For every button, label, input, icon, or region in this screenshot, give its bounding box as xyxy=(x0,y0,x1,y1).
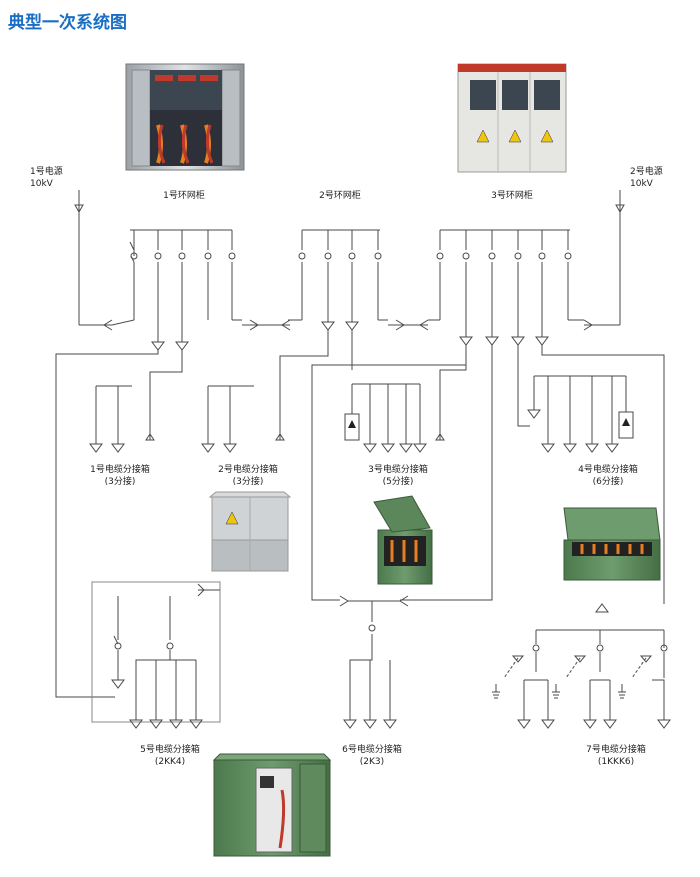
source-2-line1: 2号电源 xyxy=(630,165,663,177)
box-4-name: 4号电缆分接箱 xyxy=(578,463,638,475)
box-2-photo xyxy=(208,491,292,572)
ring-unit-3-photo xyxy=(457,63,567,173)
box-7-name: 7号电缆分接箱 xyxy=(586,743,646,755)
box-1-spec: (3分接) xyxy=(105,475,136,487)
fuse-icon xyxy=(622,418,630,426)
box-7-spec: (1KKK6) xyxy=(598,757,634,767)
box-6-name: 6号电缆分接箱 xyxy=(342,743,402,755)
box-2-name: 2号电缆分接箱 xyxy=(218,463,278,475)
box-3-name: 3号电缆分接箱 xyxy=(368,463,428,475)
box-4-spec: (6分接) xyxy=(593,475,624,487)
box-6-spec: (2K3) xyxy=(360,757,384,767)
box-5-spec: (2KK4) xyxy=(155,757,185,767)
source-2-line2: 10kV xyxy=(630,179,654,189)
source-1-line2: 10kV xyxy=(30,179,54,189)
box-4-photo xyxy=(563,507,661,581)
fuse-icon xyxy=(348,420,356,428)
box-3-photo xyxy=(373,495,433,585)
ring-unit-1-label: 1号环网柜 xyxy=(163,189,205,201)
box-1-name: 1号电缆分接箱 xyxy=(90,463,150,475)
ring-unit-1-photo xyxy=(125,63,245,171)
schematic xyxy=(55,190,671,729)
box-3-spec: (5分接) xyxy=(383,475,414,487)
box-5-photo xyxy=(212,753,332,857)
box-2-spec: (3分接) xyxy=(233,475,264,487)
source-1-line1: 1号电源 xyxy=(30,165,63,177)
box-5-name: 5号电缆分接箱 xyxy=(140,743,200,755)
page-title: 典型一次系统图 xyxy=(8,13,127,33)
ring-unit-2-label: 2号环网柜 xyxy=(319,189,361,201)
ring-unit-3-label: 3号环网柜 xyxy=(491,189,533,201)
